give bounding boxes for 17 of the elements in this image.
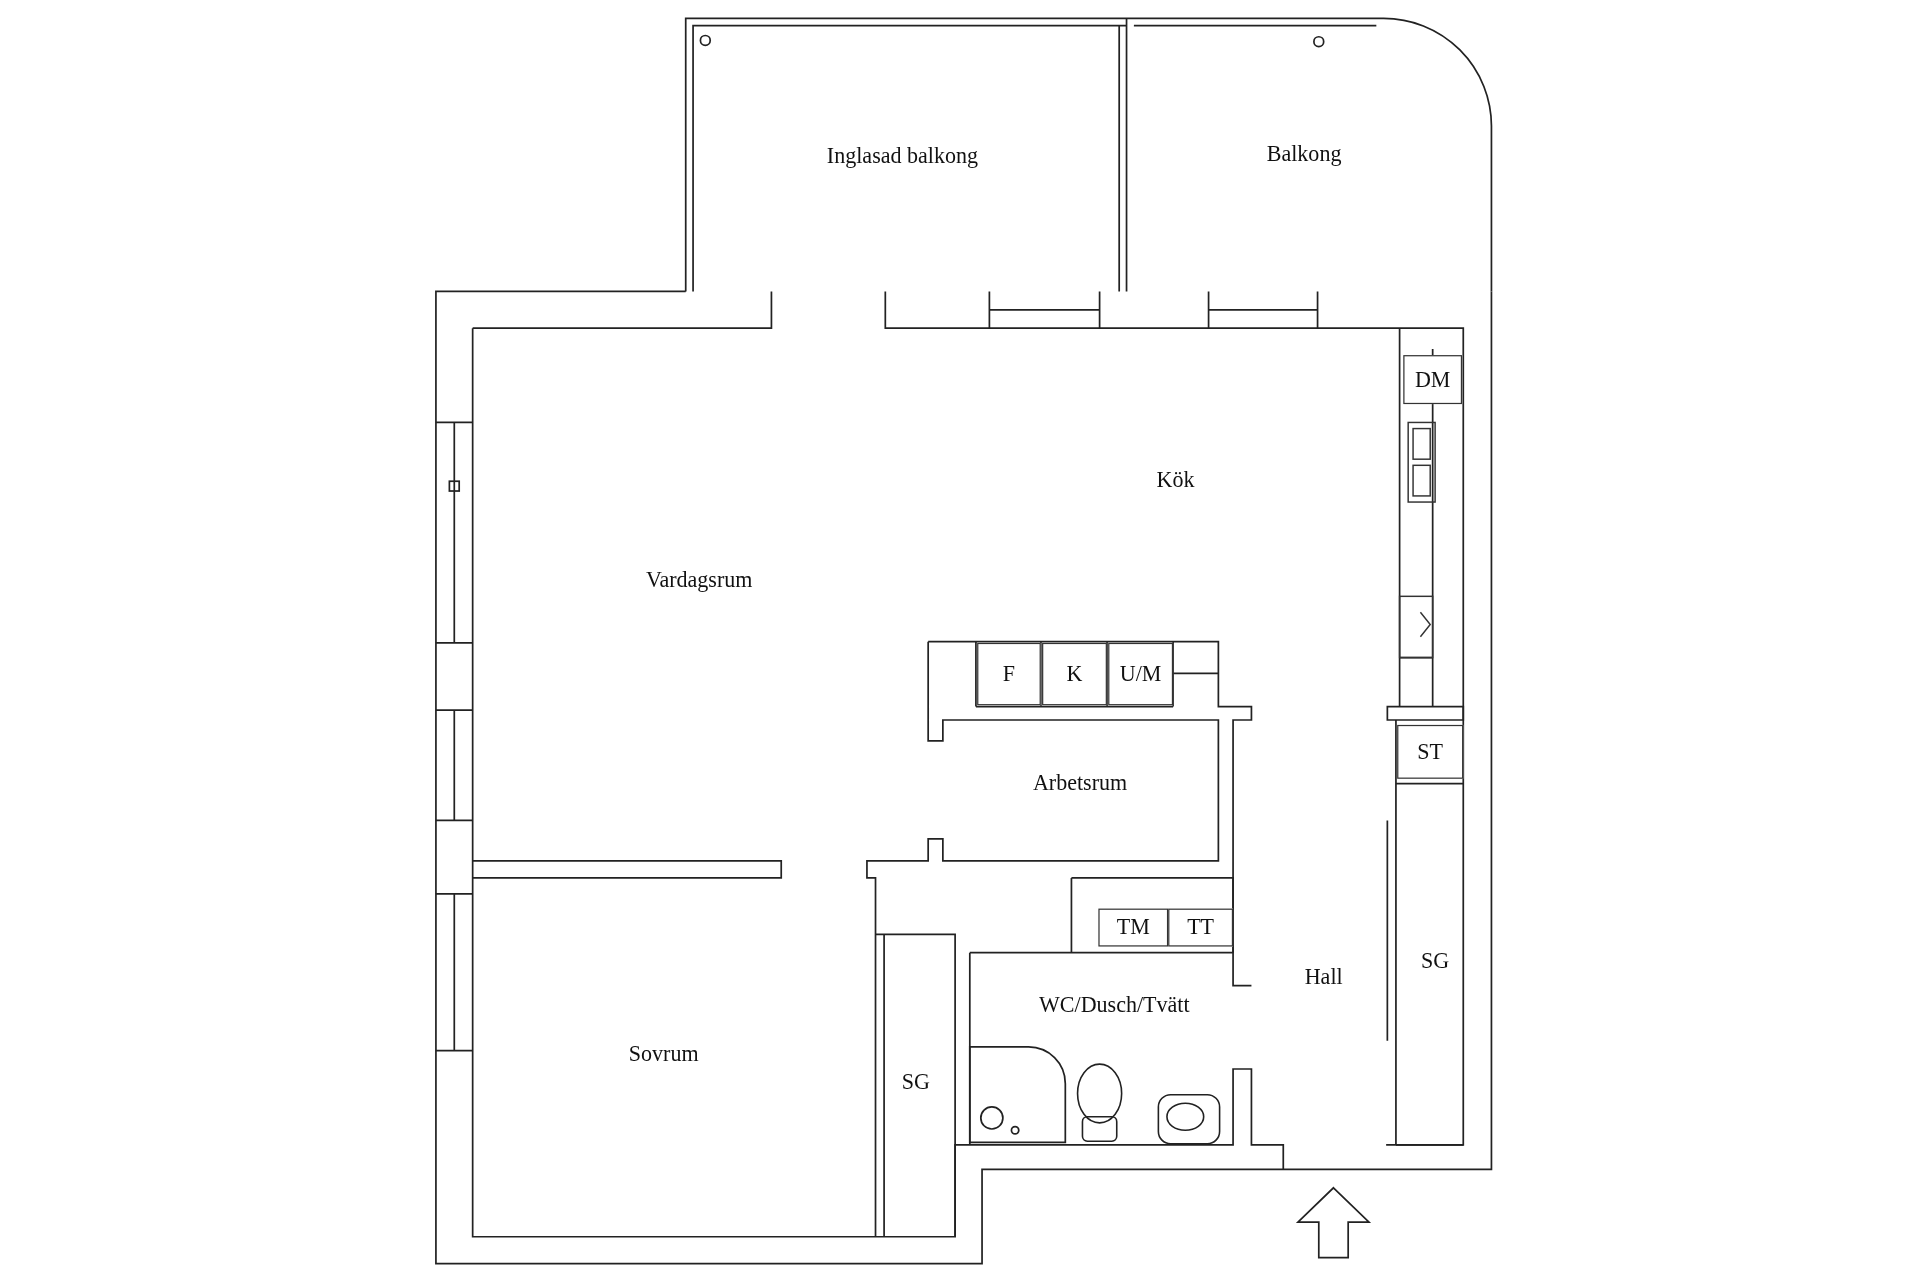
fixture-label: F <box>977 642 1041 706</box>
room-label: WC/Dusch/Tvätt <box>1039 992 1190 1019</box>
room-label: Inglasad balkong <box>826 143 979 170</box>
room-label: Kök <box>1156 467 1195 493</box>
room-label: Sovrum <box>628 1041 699 1068</box>
fixture-label: DM <box>1403 355 1463 405</box>
room-label: Arbetsrum <box>1032 770 1128 797</box>
room-label: Balkong <box>1266 141 1342 168</box>
room-label: Hall <box>1304 964 1343 990</box>
room-label: SG <box>901 1069 930 1096</box>
fixture-label: TT <box>1168 908 1234 947</box>
fixture-label: TM <box>1098 908 1169 947</box>
fixture-label: U/M <box>1108 642 1174 706</box>
room-label: Vardagsrum <box>645 567 753 594</box>
room-label: SG <box>1421 948 1450 975</box>
fixture-label: K <box>1042 642 1107 706</box>
fixture-label: ST <box>1397 724 1464 779</box>
